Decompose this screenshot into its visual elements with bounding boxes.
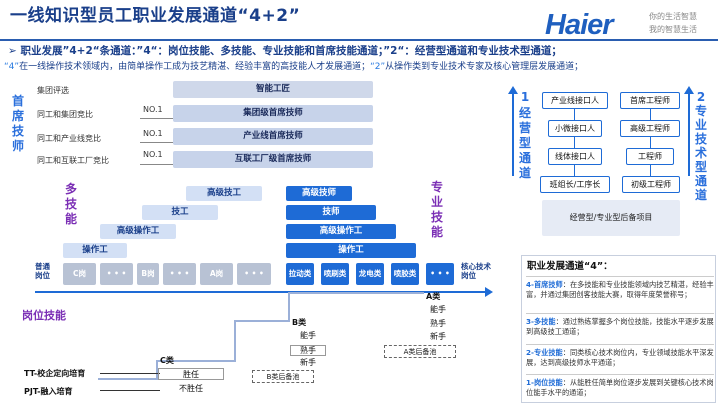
intro-line-1: ➢ 职业发展”4+2“条通道：”4“：岗位技能、多技能、专业技能和首席技能通道；… bbox=[8, 45, 562, 57]
core-tech-box: 龙电类 bbox=[356, 263, 384, 285]
b-class-row: 熟手 bbox=[290, 345, 326, 356]
intro-four-desc: 在一线操作技术领域内，由简单操作工成为技艺精湛、经验丰富的高技能人才发展通道； bbox=[19, 62, 371, 72]
info-title: 职业发展通道“4”： bbox=[527, 261, 613, 272]
general-post-box: A岗 bbox=[200, 263, 233, 285]
b-reserve-pool: B类后备池 bbox=[252, 370, 314, 383]
info-box: 职业发展通道“4”： 4-首席技师：在多技能和专业技能领域内技艺精湛，经验丰富，… bbox=[521, 255, 716, 403]
chief-row-no: NO.1 bbox=[143, 129, 163, 138]
general-post-box: • • • bbox=[237, 263, 271, 285]
haier-logo: Haier bbox=[545, 9, 614, 41]
info-item: 3-多技能：通过熟练掌握多个岗位技能，技能水平逐步发展到高级技工通道； bbox=[526, 317, 716, 337]
reserve-project-box: 经营型/专业型后备项目 bbox=[542, 200, 680, 236]
post-skill-label: 岗位技能 bbox=[22, 309, 66, 322]
chief-row-left: 集团评选 bbox=[37, 86, 69, 95]
chief-bar: 集团级首席技师 bbox=[173, 105, 373, 122]
info-item-body: ：同类核心技术岗位内，专业领域技能水平深发展，达到高级技师水平通道； bbox=[526, 348, 714, 367]
info-item-body: ：通过熟练掌握多个岗位技能，技能水平逐步发展到高级技工通道； bbox=[526, 317, 714, 336]
biz-level: 产业线接口人 bbox=[542, 92, 608, 109]
a-class-row: 熟手 bbox=[430, 319, 446, 328]
tech-level: 高级工程师 bbox=[620, 120, 680, 137]
tech-level: 首席工程师 bbox=[620, 92, 680, 109]
chief-row-left: 同工和互联工厂竞比 bbox=[37, 156, 109, 165]
channel-panel: 1 经营型通道 产业线接口人 小微接口人 线体接口人 班组长/工序长 首席工程师… bbox=[496, 82, 716, 250]
general-post-box: • • • bbox=[163, 263, 196, 285]
c-class-title: C类 bbox=[160, 356, 174, 365]
a-class-title: A类 bbox=[426, 292, 441, 301]
general-post-label: 普通岗位 bbox=[35, 262, 50, 280]
b-class-row: 能手 bbox=[300, 331, 316, 340]
core-tech-box: • • • bbox=[426, 263, 454, 285]
tech-level: 工程师 bbox=[626, 148, 674, 165]
business-channel-label: 经营型通道 bbox=[518, 106, 531, 180]
info-item-head: 4-首席技师 bbox=[526, 280, 563, 289]
intro-two-desc: 从操作类到专业技术专家及核心管理层发展通道； bbox=[385, 62, 584, 72]
professional-skill-label: 专业技能 bbox=[430, 180, 443, 239]
baseline-arrow-head bbox=[485, 287, 493, 297]
page-title: 一线知识型员工职业发展通道“4+2” bbox=[10, 6, 301, 26]
intro-four: “4” bbox=[4, 62, 20, 72]
intro-line-2: “4”在一线操作技术领域内，由简单操作工成为技艺精湛、经验丰富的高技能人才发展通… bbox=[4, 63, 583, 72]
chief-row-no: NO.1 bbox=[143, 150, 163, 159]
a-reserve-pool: A类后备池 bbox=[384, 345, 456, 358]
info-item-body: ：从能胜任简单岗位逐步发展到关键核心技术岗位能手水平的通道； bbox=[526, 378, 714, 397]
core-tech-label: 核心技术岗位 bbox=[461, 262, 491, 280]
chief-row-left: 同工和产业线竞比 bbox=[37, 134, 101, 143]
pjt-training: PJT-融入培育 bbox=[24, 387, 73, 396]
a-class-row: 新手 bbox=[430, 332, 446, 341]
pro-stair: 高级技师 bbox=[286, 186, 352, 201]
biz-level: 班组长/工序长 bbox=[540, 176, 610, 193]
chief-technician-label: 首席技师 bbox=[11, 94, 24, 153]
b-class-row: 新手 bbox=[300, 358, 316, 367]
multi-stair: 高级操作工 bbox=[100, 224, 176, 239]
b-class-title: B类 bbox=[292, 318, 307, 327]
baseline-arrow bbox=[35, 291, 487, 293]
intro-two: “2” bbox=[370, 62, 386, 72]
chief-row-no: NO.1 bbox=[143, 105, 163, 114]
a-class-row: 能手 bbox=[430, 305, 446, 314]
pro-stair: 高级操作工 bbox=[286, 224, 396, 239]
multi-stair: 操作工 bbox=[63, 243, 127, 258]
multi-stair: 技工 bbox=[142, 205, 218, 220]
core-tech-box: 拉动类 bbox=[286, 263, 314, 285]
chief-bar: 智能工匠 bbox=[173, 81, 373, 98]
business-channel-num: 1 bbox=[520, 90, 530, 104]
slogan-line-2: 我的智慧生活 bbox=[649, 25, 697, 34]
tech-level: 初级工程师 bbox=[622, 176, 680, 193]
core-tech-box: 喷刷类 bbox=[321, 263, 349, 285]
header-divider bbox=[0, 39, 718, 41]
biz-level: 线体接口人 bbox=[548, 148, 602, 165]
c-class-row: 不胜任 bbox=[179, 384, 203, 393]
pro-stair: 操作工 bbox=[286, 243, 416, 258]
biz-level: 小微接口人 bbox=[548, 120, 602, 137]
general-post-box: C岗 bbox=[63, 263, 96, 285]
tt-training: TT-校企定向培育 bbox=[24, 369, 86, 378]
info-item-head: 2-专业技能 bbox=[526, 348, 563, 357]
slogan-line-1: 你的生活智慧 bbox=[649, 12, 697, 21]
c-class-row: 胜任 bbox=[158, 368, 224, 380]
info-item: 1-岗位技能：从能胜任简单岗位逐步发展到关键核心技术岗位能手水平的通道； bbox=[526, 378, 716, 398]
general-post-box: B岗 bbox=[137, 263, 159, 285]
tech-channel-num: 2 bbox=[696, 90, 706, 104]
info-item: 2-专业技能：同类核心技术岗位内，专业领域技能水平深发展，达到高级技师水平通道； bbox=[526, 348, 716, 368]
pro-stair: 技师 bbox=[286, 205, 376, 220]
info-item-body: ：在多技能和专业技能领域内技艺精湛，经验丰富，并通过集团创客技能大赛，取得年度荣… bbox=[526, 280, 714, 299]
chief-bar: 产业线首席技师 bbox=[173, 128, 373, 145]
chief-row-left: 同工和集团竞比 bbox=[37, 110, 93, 119]
chief-bar: 互联工厂级首席技师 bbox=[173, 151, 373, 168]
info-item-head: 1-岗位技能 bbox=[526, 378, 563, 387]
multi-skill-label: 多技能 bbox=[64, 182, 77, 226]
multi-stair: 高级技工 bbox=[186, 186, 262, 201]
info-item: 4-首席技师：在多技能和专业技能领域内技艺精湛，经验丰富，并通过集团创客技能大赛… bbox=[526, 280, 716, 300]
core-tech-box: 喷胶类 bbox=[391, 263, 419, 285]
info-item-head: 3-多技能 bbox=[526, 317, 556, 326]
tech-channel-label: 专业技术型通道 bbox=[694, 104, 707, 202]
general-post-box: • • • bbox=[100, 263, 133, 285]
